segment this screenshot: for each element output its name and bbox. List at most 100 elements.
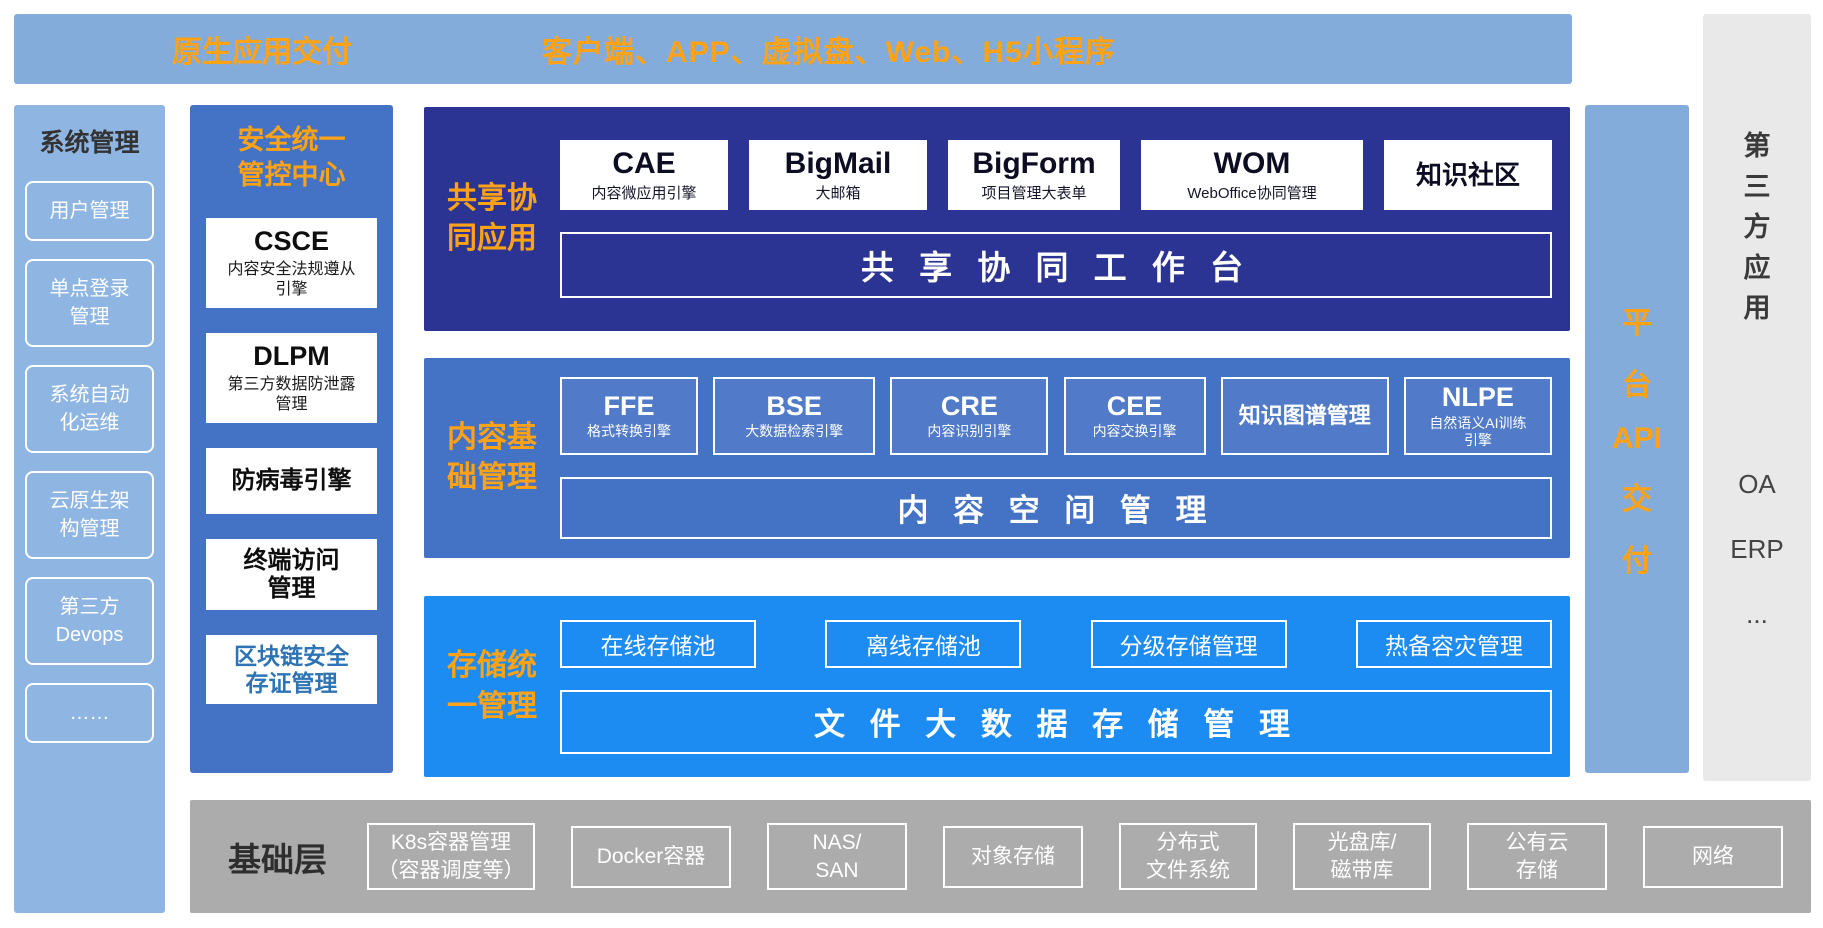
module-cae: CAE 内容微应用引擎 — [560, 140, 728, 210]
storage-modules: 在线存储池 离线存储池 分级存储管理 热备容灾管理 — [560, 619, 1552, 668]
shared-collab-layer: 共享协 同应用 CAE 内容微应用引擎 BigMail 大邮箱 BigForm … — [424, 107, 1570, 331]
base-layer-title: 基础层 — [228, 840, 327, 878]
third-party-app-erp: ERP — [1730, 533, 1784, 564]
module-bse: BSE 大数据检索引擎 — [713, 377, 876, 455]
third-party-app-more: ... — [1746, 598, 1768, 629]
infra-item-network: 网络 — [1643, 825, 1783, 888]
shared-collab-workbench-bar: 共 享 协 同 工 作 台 — [560, 232, 1552, 298]
module-name: 离线存储池 — [865, 632, 981, 659]
security-module-antivirus: 防病毒引擎 — [206, 448, 377, 515]
module-desc: 内容安全法规遵从 引擎 — [227, 261, 356, 299]
third-party-app-oa: OA — [1738, 468, 1776, 499]
security-panel-title: 安全统一 管控中心 — [237, 125, 346, 191]
third-party-title-char: 用 — [1743, 293, 1771, 323]
module-nlpe: NLPE 自然语义AI训练 引擎 — [1403, 377, 1552, 455]
native-app-delivery-label: 原生应用交付 — [172, 36, 352, 69]
module-knowledge-graph: 知识图谱管理 — [1220, 377, 1389, 455]
third-party-title-char: 应 — [1743, 252, 1771, 283]
module-name: DLPM — [253, 341, 330, 372]
module-cre: CRE 内容识别引擎 — [890, 377, 1049, 455]
api-label-char: 交 — [1622, 483, 1652, 516]
third-party-title-char: 三 — [1743, 171, 1771, 202]
system-item-sso: 单点登录 管理 — [25, 259, 154, 347]
module-name: CSCE — [253, 226, 329, 257]
system-item-more: …… — [25, 683, 154, 743]
content-base-layer: 内容基 础管理 FFE 格式转换引擎 BSE 大数据检索引擎 CRE 内容识别引… — [424, 358, 1570, 558]
api-label-char: 付 — [1622, 545, 1652, 578]
module-desc: 大数据检索引擎 — [745, 423, 844, 440]
module-name: WOM — [1213, 147, 1291, 180]
module-wom: WOM WebOffice协同管理 — [1141, 140, 1363, 210]
module-knowledge-community: 知识社区 — [1384, 140, 1552, 210]
module-name: 在线存储池 — [600, 632, 716, 659]
layer-label: 共享协 同应用 — [447, 181, 537, 256]
third-party-panel: 第 三 方 应 用 OA ERP ... — [1703, 14, 1811, 781]
infra-item-distributed-fs: 分布式 文件系统 — [1119, 823, 1257, 890]
module-name: BSE — [766, 390, 822, 421]
security-module-csce: CSCE 内容安全法规遵从 引擎 — [206, 218, 377, 309]
system-item-user-management: 用户管理 — [25, 181, 154, 241]
system-management-panel: 系统管理 用户管理 单点登录 管理 系统自动 化运维 云原生架 构管理 第三方 … — [14, 105, 165, 913]
storage-layer: 存储统 一管理 在线存储池 离线存储池 分级存储管理 热备容灾管理 文 件 大 … — [424, 596, 1570, 777]
module-name: FFE — [603, 390, 655, 421]
system-item-devops: 第三方 Devops — [25, 577, 154, 665]
module-desc: 自然语义AI训练 引擎 — [1429, 415, 1527, 448]
module-name: CEE — [1106, 390, 1163, 421]
module-bigmail: BigMail 大邮箱 — [749, 140, 927, 210]
module-hot-backup-dr: 热备容灾管理 — [1355, 619, 1552, 668]
module-desc: WebOffice协同管理 — [1187, 185, 1317, 202]
content-base-modules: FFE 格式转换引擎 BSE 大数据检索引擎 CRE 内容识别引擎 CEE 内容… — [560, 377, 1552, 455]
infra-item-docker: Docker容器 — [571, 825, 731, 888]
system-item-auto-ops: 系统自动 化运维 — [25, 365, 154, 453]
module-desc: 大邮箱 — [815, 185, 861, 202]
base-layer-bar: 基础层 K8s容器管理 （容器调度等） Docker容器 NAS/ SAN 对象… — [190, 800, 1811, 913]
security-module-dlpm: DLPM 第三方数据防泄露 管理 — [206, 333, 377, 424]
module-desc: 内容微应用引擎 — [591, 185, 697, 202]
module-name: 知识图谱管理 — [1238, 402, 1371, 428]
module-name: 分级存储管理 — [1119, 632, 1258, 659]
module-online-storage-pool: 在线存储池 — [560, 619, 756, 668]
infra-item-nas-san: NAS/ SAN — [767, 823, 907, 890]
third-party-title-char: 方 — [1743, 212, 1771, 242]
module-offline-storage-pool: 离线存储池 — [825, 619, 1022, 668]
api-label-char: 平 — [1622, 307, 1652, 340]
content-space-management-bar: 内 容 空 间 管 理 — [560, 476, 1552, 539]
infra-item-object-storage: 对象存储 — [943, 825, 1083, 888]
module-name: CRE — [940, 390, 998, 421]
system-item-cloud-native: 云原生架 构管理 — [25, 471, 154, 559]
module-desc: 内容识别引擎 — [927, 423, 1012, 440]
shared-collab-modules: CAE 内容微应用引擎 BigMail 大邮箱 BigForm 项目管理大表单 … — [560, 140, 1552, 210]
module-name: BigForm — [972, 147, 1096, 180]
top-banner: 原生应用交付 客户端、APP、虚拟盘、Web、H5小程序 — [14, 14, 1572, 84]
module-cee: CEE 内容交换引擎 — [1063, 377, 1206, 455]
module-desc: 项目管理大表单 — [981, 185, 1087, 202]
module-name: 知识社区 — [1415, 159, 1520, 190]
layer-label: 存储统 一管理 — [447, 649, 537, 723]
third-party-title-char: 第 — [1743, 131, 1771, 161]
infra-item-public-cloud: 公有云 存储 — [1467, 823, 1607, 890]
module-desc: 第三方数据防泄露 管理 — [227, 376, 356, 414]
security-module-blockchain: 区块链安全 存证管理 — [206, 635, 377, 705]
module-tiered-storage: 分级存储管理 — [1090, 619, 1287, 668]
module-desc: 格式转换引擎 — [587, 423, 671, 440]
channel-list-label: 客户端、APP、虚拟盘、Web、H5小程序 — [542, 36, 1116, 69]
module-name: 热备容灾管理 — [1384, 632, 1523, 659]
module-name: NLPE — [1441, 382, 1514, 413]
security-center-panel: 安全统一 管控中心 CSCE 内容安全法规遵从 引擎 DLPM 第三方数据防泄露… — [190, 105, 393, 773]
module-desc: 内容交换引擎 — [1092, 423, 1177, 440]
module-name: BigMail — [784, 147, 892, 180]
platform-api-column: 平 台 API 交 付 — [1585, 105, 1689, 773]
module-name: 防病毒引擎 — [231, 467, 352, 495]
api-label-char: 台 — [1622, 369, 1652, 402]
module-bigform: BigForm 项目管理大表单 — [948, 140, 1120, 210]
layer-label: 内容基 础管理 — [447, 420, 537, 495]
security-module-terminal-access: 终端访问 管理 — [206, 539, 377, 611]
module-ffe: FFE 格式转换引擎 — [560, 377, 698, 455]
infra-item-k8s: K8s容器管理 （容器调度等） — [367, 823, 535, 890]
infra-item-optical-tape: 光盘库/ 磁带库 — [1293, 823, 1431, 890]
module-name: 区块链安全 存证管理 — [234, 643, 349, 696]
module-name: 终端访问 管理 — [243, 547, 340, 602]
file-bigdata-storage-bar: 文 件 大 数 据 存 储 管 理 — [560, 689, 1552, 754]
module-name: CAE — [612, 147, 676, 180]
api-label-char: API — [1611, 422, 1662, 455]
